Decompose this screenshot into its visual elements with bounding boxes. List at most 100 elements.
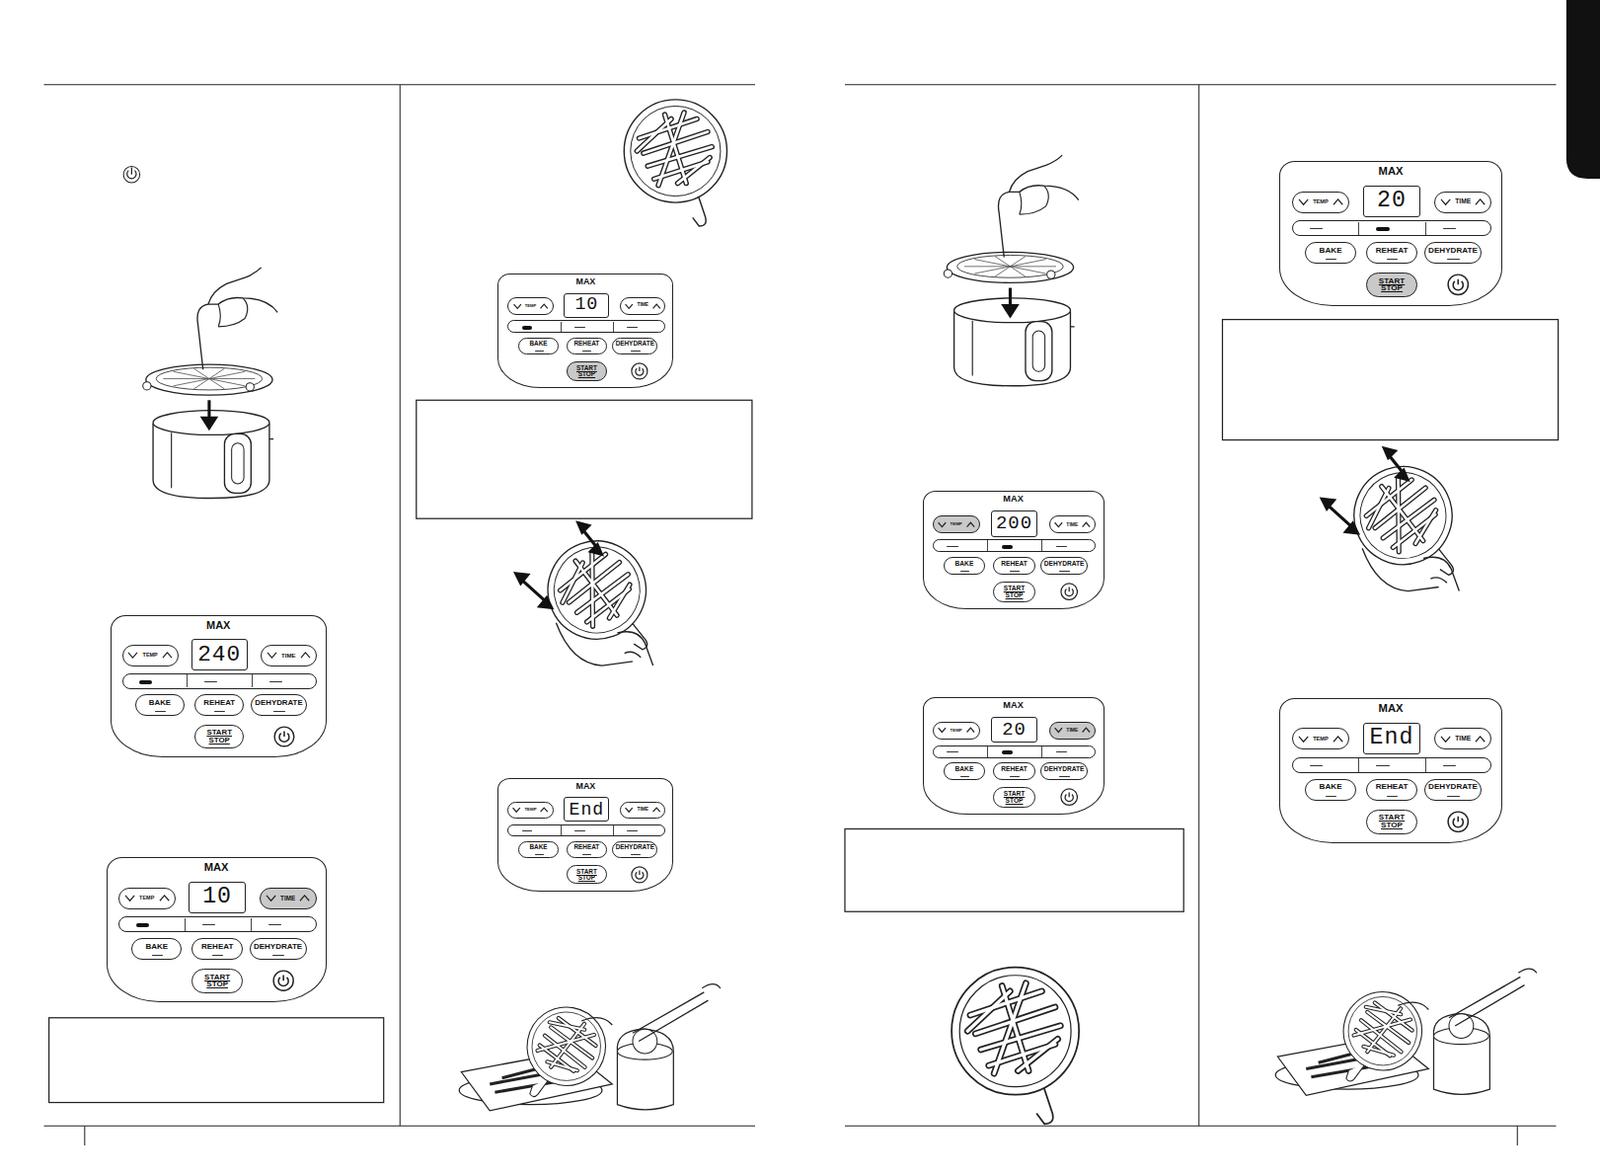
button-label: START STOP	[1003, 790, 1026, 804]
illustration-part	[49, 1017, 384, 1103]
power-symbol	[1453, 816, 1464, 828]
control-button: BAKE	[518, 840, 559, 858]
control-button: DEHYDRATE	[250, 693, 307, 716]
control-button: BAKE	[943, 556, 986, 575]
control-panel: MAXTEMP10TIMEBAKEREHEATDEHYDRATESTART ST…	[497, 273, 674, 388]
control-button: START STOP	[992, 581, 1035, 602]
button-label: DEHYDRATE	[1044, 560, 1085, 568]
illustration-part	[1275, 968, 1537, 1096]
chevron-icon	[1439, 195, 1452, 209]
chevron-stroke	[625, 807, 633, 812]
panel-brand: MAX	[111, 619, 326, 631]
button-label: REHEAT	[573, 843, 600, 850]
button-label: TIME	[1066, 522, 1078, 528]
illustration-part	[844, 828, 1184, 912]
chevron-icon	[1053, 724, 1065, 736]
control-button: BAKE	[518, 337, 559, 355]
control-panel: MAXTEMPEndTIMEBAKEREHEATDEHYDRATESTART S…	[1279, 697, 1502, 843]
indicator-divider	[560, 825, 562, 836]
button-light	[582, 350, 592, 352]
panel-brand: MAX	[498, 277, 673, 287]
button-label: REHEAT	[203, 698, 235, 707]
button-label: START STOP	[206, 728, 232, 744]
indicator-light	[139, 680, 153, 685]
chevron-icon	[1331, 732, 1345, 746]
chevron-icon	[1080, 724, 1092, 736]
power-button	[630, 865, 649, 884]
chevron-icon	[965, 724, 977, 736]
chevron-icon	[160, 648, 174, 662]
button-label: DEHYDRATE	[615, 340, 655, 347]
chevron-stroke	[1475, 199, 1485, 205]
display-screen: 240	[191, 638, 248, 671]
chevron-stroke	[301, 652, 310, 658]
panel-brand: MAX	[1280, 165, 1501, 177]
power-symbol	[1453, 279, 1464, 291]
indicator-divider	[250, 917, 252, 931]
chevron-stroke	[653, 807, 661, 812]
control-button: REHEAT	[992, 556, 1035, 575]
button-light	[534, 853, 544, 855]
illustration-part	[1221, 319, 1558, 441]
display-screen: 20	[1363, 185, 1422, 218]
illustration-part	[1198, 84, 1200, 1127]
control-button: REHEAT	[191, 937, 242, 960]
illustration-part	[513, 520, 668, 674]
control-button: TIME	[619, 297, 666, 314]
power-ring	[1060, 583, 1077, 601]
indicator-divider	[186, 674, 188, 687]
indicator-divider	[251, 674, 253, 687]
indicator-light	[1056, 545, 1067, 547]
indicator-divider	[1425, 758, 1427, 771]
control-button: TIME	[260, 644, 317, 667]
power-ring	[1448, 274, 1469, 295]
control-button: DEHYDRATE	[249, 937, 307, 960]
indicator-light	[574, 830, 586, 832]
chevron-stroke	[938, 728, 946, 733]
indicator-light	[946, 751, 958, 753]
button-light	[1447, 258, 1460, 260]
power-ring	[1448, 811, 1469, 832]
chevron-icon	[623, 301, 634, 311]
button-label: BAKE	[955, 560, 975, 568]
indicator-divider	[987, 539, 989, 551]
power-symbol	[279, 730, 290, 742]
button-label: DEHYDRATE	[615, 843, 655, 850]
chevron-icon	[651, 804, 662, 815]
button-label: TIME	[1454, 198, 1471, 206]
chevron-stroke	[1082, 522, 1091, 527]
chevron-stroke	[540, 807, 548, 812]
indicator-light	[1309, 228, 1324, 229]
indicator-divider	[1358, 222, 1360, 235]
power-ring	[273, 970, 294, 991]
control-panel: MAXTEMP200TIMEBAKEREHEATDEHYDRATESTART S…	[922, 490, 1105, 610]
chevron-stroke	[1441, 199, 1450, 205]
indicator-light	[136, 922, 150, 927]
button-label: TEMP	[950, 728, 963, 733]
control-panel: MAXTEMPEndTIMEBAKEREHEATDEHYDRATESTART S…	[497, 777, 674, 892]
chevron-stroke	[300, 895, 309, 901]
button-light	[960, 775, 970, 777]
power-symbol	[635, 366, 644, 376]
power-button	[1060, 787, 1078, 806]
illustration-part	[623, 99, 727, 227]
panel-brand: MAX	[923, 700, 1104, 710]
display-screen: 200	[990, 510, 1039, 536]
chevron-stroke	[128, 652, 138, 658]
chevron-stroke	[1441, 736, 1450, 742]
chevron-icon	[538, 804, 549, 815]
chevron-icon	[1296, 732, 1310, 746]
chevron-icon	[126, 648, 140, 662]
indicator-light	[204, 681, 218, 683]
control-panel: MAXTEMP20TIMEBAKEREHEATDEHYDRATESTART ST…	[922, 696, 1105, 815]
button-label: BAKE	[145, 942, 168, 951]
illustration-part	[1517, 1125, 1519, 1145]
button-light	[214, 710, 226, 712]
button-light	[212, 954, 224, 956]
button-light	[154, 710, 166, 712]
control-button: START STOP	[1366, 809, 1418, 835]
power-icon	[123, 166, 141, 184]
indicator-light	[522, 325, 534, 330]
indicator-light	[626, 326, 638, 328]
illustration-part	[83, 1125, 85, 1145]
